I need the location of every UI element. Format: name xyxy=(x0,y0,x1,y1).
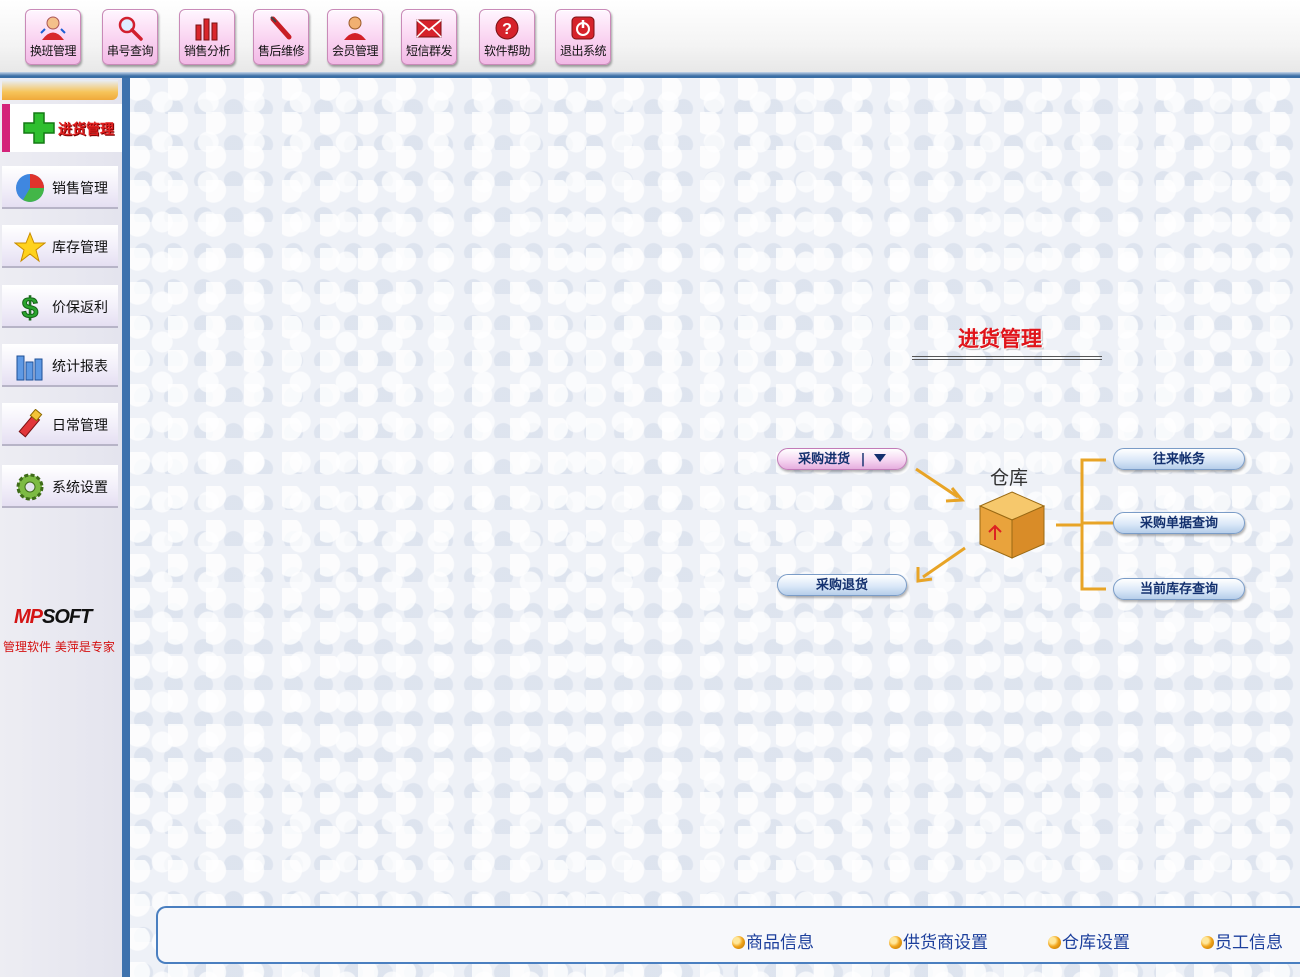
stock-query-label: 当前库存查询 xyxy=(1139,582,1218,597)
toolbar-exit-button[interactable]: 退出系统 xyxy=(555,9,611,65)
link-label: 商品信息 xyxy=(746,933,814,953)
arrow-head-in xyxy=(945,487,966,503)
quick-links-bar: 商品信息 供货商设置 仓库设置 员工信息 xyxy=(156,906,1300,964)
toolbar-button-label: 售后维修 xyxy=(257,44,305,58)
purchase-in-label: 采购进货 xyxy=(798,452,851,467)
sidebar-item-label: 进货管理 xyxy=(58,122,114,138)
stock-query-button[interactable]: 当前库存查询 xyxy=(1113,578,1245,600)
box-icon[interactable] xyxy=(977,488,1047,562)
member-icon xyxy=(344,16,366,40)
bullet-icon xyxy=(889,936,902,949)
toolbar-sms-button[interactable]: 短信群发 xyxy=(401,9,457,65)
slogan: 管理软件 美萍是专家 xyxy=(3,640,115,654)
toolbar-shift-button[interactable]: 换班管理 xyxy=(25,9,81,65)
sidebar-item-label: 统计报表 xyxy=(52,359,108,375)
link-label: 仓库设置 xyxy=(1062,933,1130,953)
link-label: 供货商设置 xyxy=(903,933,988,953)
warehouse-label: 仓库 xyxy=(990,467,1029,489)
toolbar-serial-query-button[interactable]: 串号查询 xyxy=(102,9,158,65)
sidebar-item-sales[interactable]: 销售管理 xyxy=(2,166,118,209)
bullet-icon xyxy=(1201,936,1214,949)
link-employee-info[interactable]: 员工信息 xyxy=(1201,928,1283,953)
toolbar-button-label: 短信群发 xyxy=(405,44,453,58)
module-title: 进货管理 xyxy=(958,327,1042,351)
toolbar-repair-button[interactable]: 售后维修 xyxy=(253,9,309,65)
sidebar-item-label: 销售管理 xyxy=(52,181,108,197)
purchase-return-label: 采购退货 xyxy=(815,578,868,593)
arrow-purchase-return xyxy=(922,546,966,579)
purchase-docs-query-label: 采购单据查询 xyxy=(1139,516,1218,531)
main-panel: 进货管理 采购进货 | 采购退货 仓库 往来帐务 采购单据查询 当 xyxy=(130,78,1300,977)
shift-user-icon xyxy=(40,16,66,40)
sidebar-item-label: 库存管理 xyxy=(52,240,108,256)
sidebar-item-label: 日常管理 xyxy=(52,418,108,434)
sidebar-item-daily[interactable]: 日常管理 xyxy=(2,403,118,446)
title-underline xyxy=(912,356,1102,360)
toolbar-button-label: 软件帮助 xyxy=(483,44,531,58)
toolbar-button-label: 串号查询 xyxy=(106,44,154,58)
toolbar-button-label: 退出系统 xyxy=(559,44,607,58)
purchase-return-button[interactable]: 采购退货 xyxy=(777,574,907,596)
bullet-icon xyxy=(1048,936,1061,949)
link-warehouse-settings[interactable]: 仓库设置 xyxy=(1048,928,1130,953)
brush-icon xyxy=(18,409,43,438)
dollar-icon: $ xyxy=(21,292,39,324)
sidebar-item-inventory[interactable]: 库存管理 xyxy=(2,225,118,268)
green-plus-icon xyxy=(23,112,55,144)
sidebar-item-settings[interactable]: 系统设置 xyxy=(2,465,118,508)
accounts-button[interactable]: 往来帐务 xyxy=(1113,448,1245,470)
gear-icon xyxy=(16,473,44,501)
toolbar-sales-analysis-button[interactable]: 销售分析 xyxy=(179,9,235,65)
sidebar: 进货管理 销售管理 库存管理 $ 价保返利 统计报表 日常管 xyxy=(0,78,130,977)
purchase-in-button[interactable]: 采购进货 | xyxy=(777,448,907,470)
sidebar-item-reports[interactable]: 统计报表 xyxy=(2,344,118,387)
sidebar-item-label: 价保返利 xyxy=(52,300,108,316)
arrow-purchase-in xyxy=(915,467,959,499)
help-icon: ? xyxy=(495,16,519,40)
accounts-label: 往来帐务 xyxy=(1152,452,1205,467)
toolbar-help-button[interactable]: ? 软件帮助 xyxy=(479,9,535,65)
link-product-info[interactable]: 商品信息 xyxy=(732,928,814,953)
purchase-docs-query-button[interactable]: 采购单据查询 xyxy=(1113,512,1245,534)
toolbar-button-label: 销售分析 xyxy=(183,44,231,58)
bars-icon xyxy=(16,355,43,381)
toolbar-button-label: 会员管理 xyxy=(331,44,379,58)
company-logo: MPSOFT xyxy=(14,606,92,629)
logo-part1: MP xyxy=(14,606,43,628)
bullet-icon xyxy=(732,936,745,949)
envelope-icon xyxy=(416,19,442,38)
pie-chart-icon xyxy=(16,174,44,202)
svg-text:$: $ xyxy=(22,292,39,323)
power-icon xyxy=(571,16,595,40)
toolbar-button-label: 换班管理 xyxy=(29,44,77,58)
sidebar-header-bar xyxy=(2,80,118,100)
screwdriver-icon xyxy=(270,16,292,40)
sidebar-item-purchase[interactable]: 进货管理 xyxy=(2,104,122,152)
connector-bracket xyxy=(1080,458,1106,591)
toolbar-member-button[interactable]: 会员管理 xyxy=(327,9,383,65)
main-toolbar: 换班管理 串号查询 销售分析 售后维修 会员管理 xyxy=(0,0,1300,78)
bar-chart-icon xyxy=(195,18,218,41)
triangle-down-icon[interactable] xyxy=(873,454,886,462)
svg-text:?: ? xyxy=(502,21,512,38)
magnifier-icon xyxy=(118,16,143,41)
logo-part2: SOFT xyxy=(42,606,92,628)
link-supplier-settings[interactable]: 供货商设置 xyxy=(889,928,988,953)
link-label: 员工信息 xyxy=(1215,933,1283,953)
sidebar-item-price-protection[interactable]: $ 价保返利 xyxy=(2,285,118,328)
star-icon xyxy=(14,231,46,263)
sidebar-item-label: 系统设置 xyxy=(52,480,108,496)
arrow-head-return xyxy=(916,567,933,583)
